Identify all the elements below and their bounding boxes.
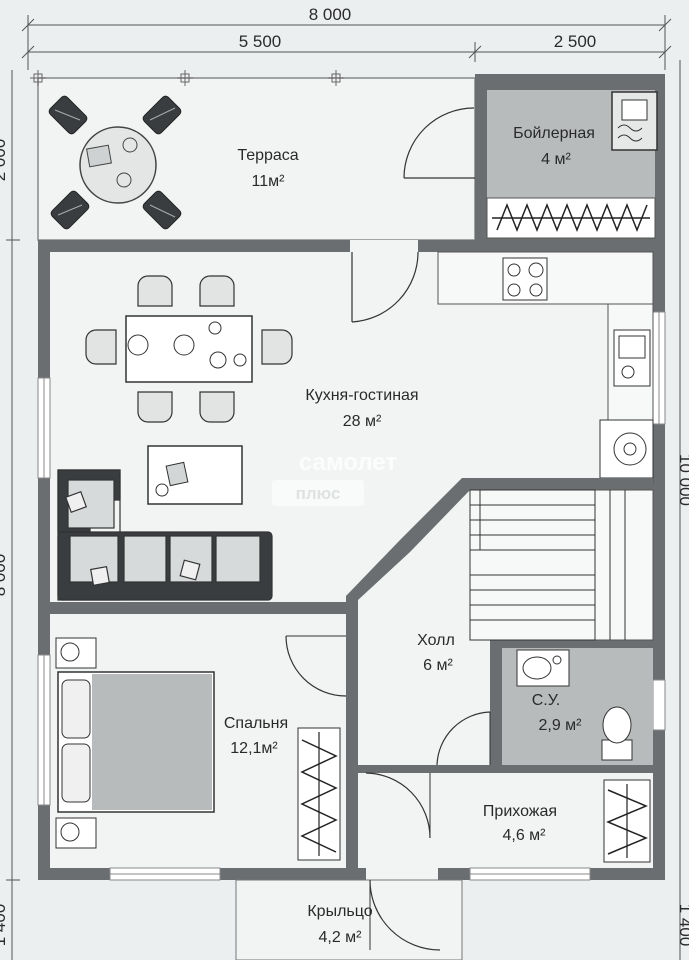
bathroom: С.У. 2,9 м²	[436, 648, 653, 766]
terrace-name: Терраса	[237, 147, 298, 164]
dim-right-main: 10 000	[676, 454, 689, 506]
boiler-room: Бойлерная 4 м²	[403, 74, 665, 246]
entry: Прихожая 4,6 м²	[365, 772, 651, 863]
kitchen-name: Кухня-гостиная	[305, 387, 418, 404]
dim-right-bottom: 1 400	[676, 904, 689, 947]
bedroom-area: 12,1м²	[230, 740, 278, 757]
hall-name: Холл	[417, 632, 455, 649]
dim-left-bottom: 1 400	[0, 904, 9, 947]
watermark-line1: самолет	[299, 449, 397, 476]
entry-name: Прихожая	[483, 803, 557, 820]
terrace-area: Терраса 11м²	[30, 70, 476, 241]
dim-top-total: 8 000	[309, 5, 352, 24]
watermark-line2: плюс	[296, 484, 341, 503]
boiler-name: Бойлерная	[513, 125, 595, 142]
hall-area: 6 м²	[423, 657, 453, 674]
terrace-table	[79, 126, 157, 204]
bedroom-name: Спальня	[224, 715, 288, 732]
kitchen-area: 28 м²	[343, 413, 382, 430]
kitchen-door	[351, 251, 419, 323]
dim-left-main: 8 000	[0, 554, 9, 597]
entry-area: 4,6 м²	[502, 827, 546, 844]
boiler-area: 4 м²	[541, 151, 571, 168]
bathroom-name: С.У.	[532, 692, 560, 709]
sofa	[57, 469, 273, 601]
dim-top-right: 2 500	[554, 32, 597, 51]
dining-chairs	[85, 275, 293, 423]
bathroom-area: 2,9 м²	[538, 717, 582, 734]
kitchen-living: Кухня-гостиная 28 м²	[57, 251, 654, 601]
terrace-area-label: 11м²	[252, 173, 286, 190]
bedroom: Спальня 12,1м²	[55, 635, 347, 861]
dimension-lines	[6, 15, 681, 960]
dim-top-left: 5 500	[239, 32, 282, 51]
hall: Холл 6 м²	[346, 478, 654, 674]
watermark: самолет плюс	[272, 449, 397, 506]
porch-area: 4,2 м²	[318, 929, 362, 946]
porch: Крыльцо 4,2 м²	[235, 879, 463, 960]
dim-left-top: 2 000	[0, 139, 9, 182]
porch-name: Крыльцо	[307, 903, 372, 920]
stairs	[469, 489, 626, 641]
